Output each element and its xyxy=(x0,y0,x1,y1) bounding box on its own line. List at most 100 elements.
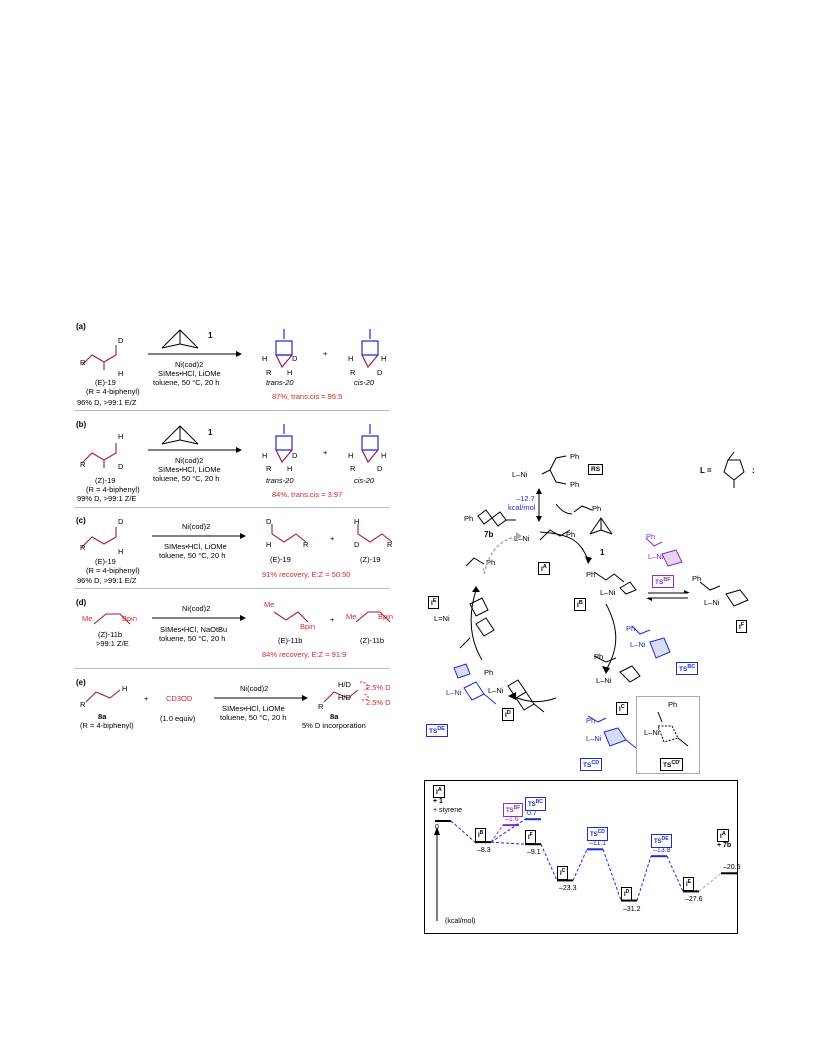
styrene-in-structure xyxy=(465,557,485,567)
energy-profile-plot xyxy=(434,818,737,921)
end-ia-label: IA xyxy=(717,829,729,843)
if-structure xyxy=(699,581,749,607)
substrate-b-name: (Z)-19 xyxy=(95,476,116,485)
cond-c-3: toluene, 50 °C, 20 h xyxy=(159,551,226,560)
energy-value-9: –27.6 xyxy=(685,896,703,904)
energy-value-10: –20.5 xyxy=(723,864,741,872)
energy-connector-1 xyxy=(450,820,476,843)
equilibrium-arrow xyxy=(646,590,690,601)
scheme-e-label: (e) xyxy=(76,678,86,687)
if-label: IF xyxy=(736,620,748,634)
result-a: 87%, trans:cis = 95:5 xyxy=(272,392,343,401)
tsde-structure xyxy=(453,663,497,705)
scheme-d-label: (d) xyxy=(76,598,87,607)
ie-label: IE xyxy=(428,596,440,610)
substrate-a-purity: 96% D, >99:1 E/Z xyxy=(77,398,137,407)
energy-level-label-3: TSBC xyxy=(525,797,546,812)
divider xyxy=(74,588,390,589)
product-c2-structure xyxy=(357,524,393,543)
substrate-e-structure xyxy=(85,689,121,703)
trans-20-b-structure xyxy=(275,424,293,464)
cond-d-1: Ni(cod)2 xyxy=(182,604,211,613)
substrate-d-purity: >99:1 Z/E xyxy=(96,639,129,648)
reagent-e-amount: (1.0 equiv) xyxy=(160,714,196,723)
scheme-c-label: (c) xyxy=(76,516,86,525)
cond-b-3: toluene, 50 °C, 20 h xyxy=(153,474,220,483)
cond-a-3: toluene, 50 °C, 20 h xyxy=(153,378,220,387)
energy-diagram: IA + 1 + styrene (kcal/mol) IA + 7b 0–8.… xyxy=(424,780,741,934)
product-c1: (E)-19 xyxy=(270,555,291,564)
cond-e-3: toluene, 50 °C, 20 h xyxy=(220,713,287,722)
energy-value-7: –31.2 xyxy=(623,905,641,913)
tscd-prime-panel xyxy=(636,696,700,774)
tsbf-structure xyxy=(645,537,683,567)
substrate-c-structure xyxy=(81,527,117,548)
product-b2: cis-20 xyxy=(354,476,375,485)
arrow-d xyxy=(152,615,246,621)
tsbf-label: TSBF xyxy=(652,575,674,589)
energy-value-3: 0.7 xyxy=(527,810,537,818)
divider xyxy=(74,410,390,411)
rs-label: RS xyxy=(588,464,604,475)
tscd-prime-structure xyxy=(657,711,689,747)
product-d1-structure xyxy=(273,611,309,623)
product-d1: (E)-11b xyxy=(278,636,303,645)
substrate-b-note: (R = 4-biphenyl) xyxy=(86,485,140,494)
energy-value-2: –1.6 xyxy=(505,816,519,824)
energy-connector-10 xyxy=(698,872,722,892)
substrate-a-note: (R = 4-biphenyl) xyxy=(86,387,140,396)
arrow-b xyxy=(148,447,242,453)
energy-connector-5 xyxy=(540,844,558,881)
energy-connector-6 xyxy=(572,849,588,881)
result-e: 5% D incorporation xyxy=(302,721,366,730)
tscd-structure xyxy=(587,715,637,749)
product-d2: (Z)-11b xyxy=(360,636,385,645)
ia-label: IA xyxy=(538,562,550,576)
energy-level-label-1: IB xyxy=(475,828,487,843)
product-7b-structure xyxy=(477,509,516,527)
ligand-label: L = xyxy=(700,466,712,475)
scheme-b-label: (b) xyxy=(76,420,87,429)
energy-value-1: –8.3 xyxy=(477,847,491,855)
substrate-e-note: (R = 4-biphenyl) xyxy=(80,721,134,730)
cycle-arrows xyxy=(470,531,617,703)
end-plus-7b: + 7b xyxy=(717,842,732,849)
substrate-d-name: (Z)-11b xyxy=(98,630,123,639)
cond-e-1: Ni(cod)2 xyxy=(240,684,269,693)
d-label-1: 2.5% D xyxy=(366,683,391,692)
divider xyxy=(74,668,390,669)
energy-level-label-5: IC xyxy=(557,866,569,881)
ic-label: IC xyxy=(616,702,628,716)
cond-e-2: SIMes•HCl, LiOMe xyxy=(222,704,285,713)
reagent-1-label: 1 xyxy=(600,548,605,557)
substrate-a-name: (E)-19 xyxy=(95,378,116,387)
cond-b-1: Ni(cod)2 xyxy=(175,456,204,465)
energy-connector-7 xyxy=(602,849,622,901)
reagent-e: CD3OD xyxy=(166,694,193,703)
axis-label: (kcal/mol) xyxy=(445,918,476,925)
cis-20-b-structure xyxy=(361,424,379,464)
ib-label: IB xyxy=(574,598,586,612)
start-plus-1: + 1 xyxy=(433,798,443,805)
substrate-b-purity: 99% D, >99:1 Z/E xyxy=(77,494,137,503)
cond-d-3: toluene, 50 °C, 20 h xyxy=(159,634,226,643)
rs-energy-unit: kcal/mol xyxy=(508,503,536,512)
cond-a-2: SIMes•HCl, LiOMe xyxy=(158,369,221,378)
energy-level-label-9: IE xyxy=(683,877,695,892)
energy-level-label-8: TSDE xyxy=(651,834,672,849)
energy-connector-2 xyxy=(490,824,504,843)
result-d: 84% recovery, E:Z = 91:9 xyxy=(262,650,347,659)
product-c1-structure xyxy=(271,524,307,543)
substrate-d-structure xyxy=(93,613,131,625)
divider xyxy=(74,507,390,508)
energy-value-0: 0 xyxy=(435,824,439,831)
cond-d-2: SIMes•HCl, NaOtBu xyxy=(160,625,228,634)
product-c2: (Z)-19 xyxy=(360,555,381,564)
energy-level-label-2: TSBF xyxy=(503,803,524,818)
ib-structure xyxy=(593,571,637,595)
result-b: 84%, trans:cis = 3:97 xyxy=(272,490,343,499)
bicyclobutane-a-icon xyxy=(161,329,199,349)
substrate-c-purity: 96% D, >99:1 E/Z xyxy=(77,576,137,585)
cond-c-2: SIMes•HCl, LiOMe xyxy=(164,542,227,551)
tsde-label: TSDE xyxy=(426,724,448,738)
